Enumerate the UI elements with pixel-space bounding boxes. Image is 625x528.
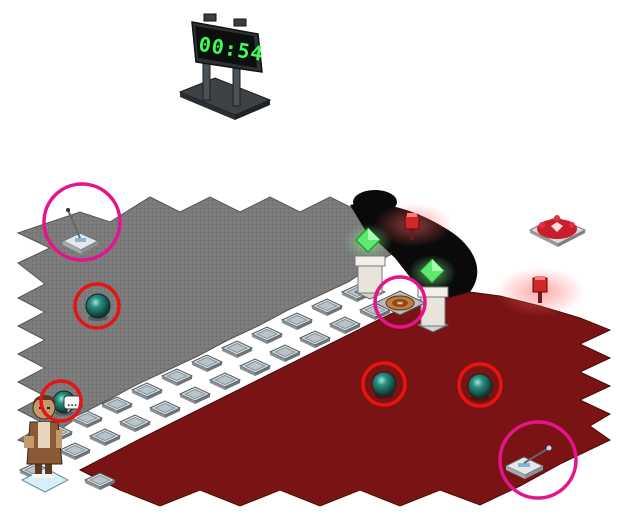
red-beacon-front[interactable] <box>532 276 548 303</box>
lever-switch-top[interactable] <box>61 208 100 254</box>
orb-highlight-ring <box>361 361 407 407</box>
timer-stand[interactable]: 00:54 <box>178 13 272 120</box>
orb-highlight-ring <box>39 379 83 423</box>
lever-switch-bottom[interactable] <box>504 445 552 480</box>
chat-bubble-text: ... <box>67 399 77 409</box>
orb-highlight-ring <box>73 282 121 330</box>
heart-rug[interactable] <box>528 215 587 247</box>
orb-highlight-ring <box>457 362 503 408</box>
void-rim <box>353 190 397 214</box>
lever-highlight-ring <box>42 182 122 262</box>
teal-orb[interactable] <box>371 371 397 399</box>
plate-highlight-ring <box>373 275 427 329</box>
grey-floor[interactable] <box>16 196 422 447</box>
teal-orb[interactable] <box>467 373 493 401</box>
crystal-pillar-right[interactable] <box>408 255 456 333</box>
teal-orb[interactable] <box>85 293 111 321</box>
lever-highlight-ring <box>498 420 578 500</box>
red-beacon-back[interactable] <box>404 213 420 240</box>
